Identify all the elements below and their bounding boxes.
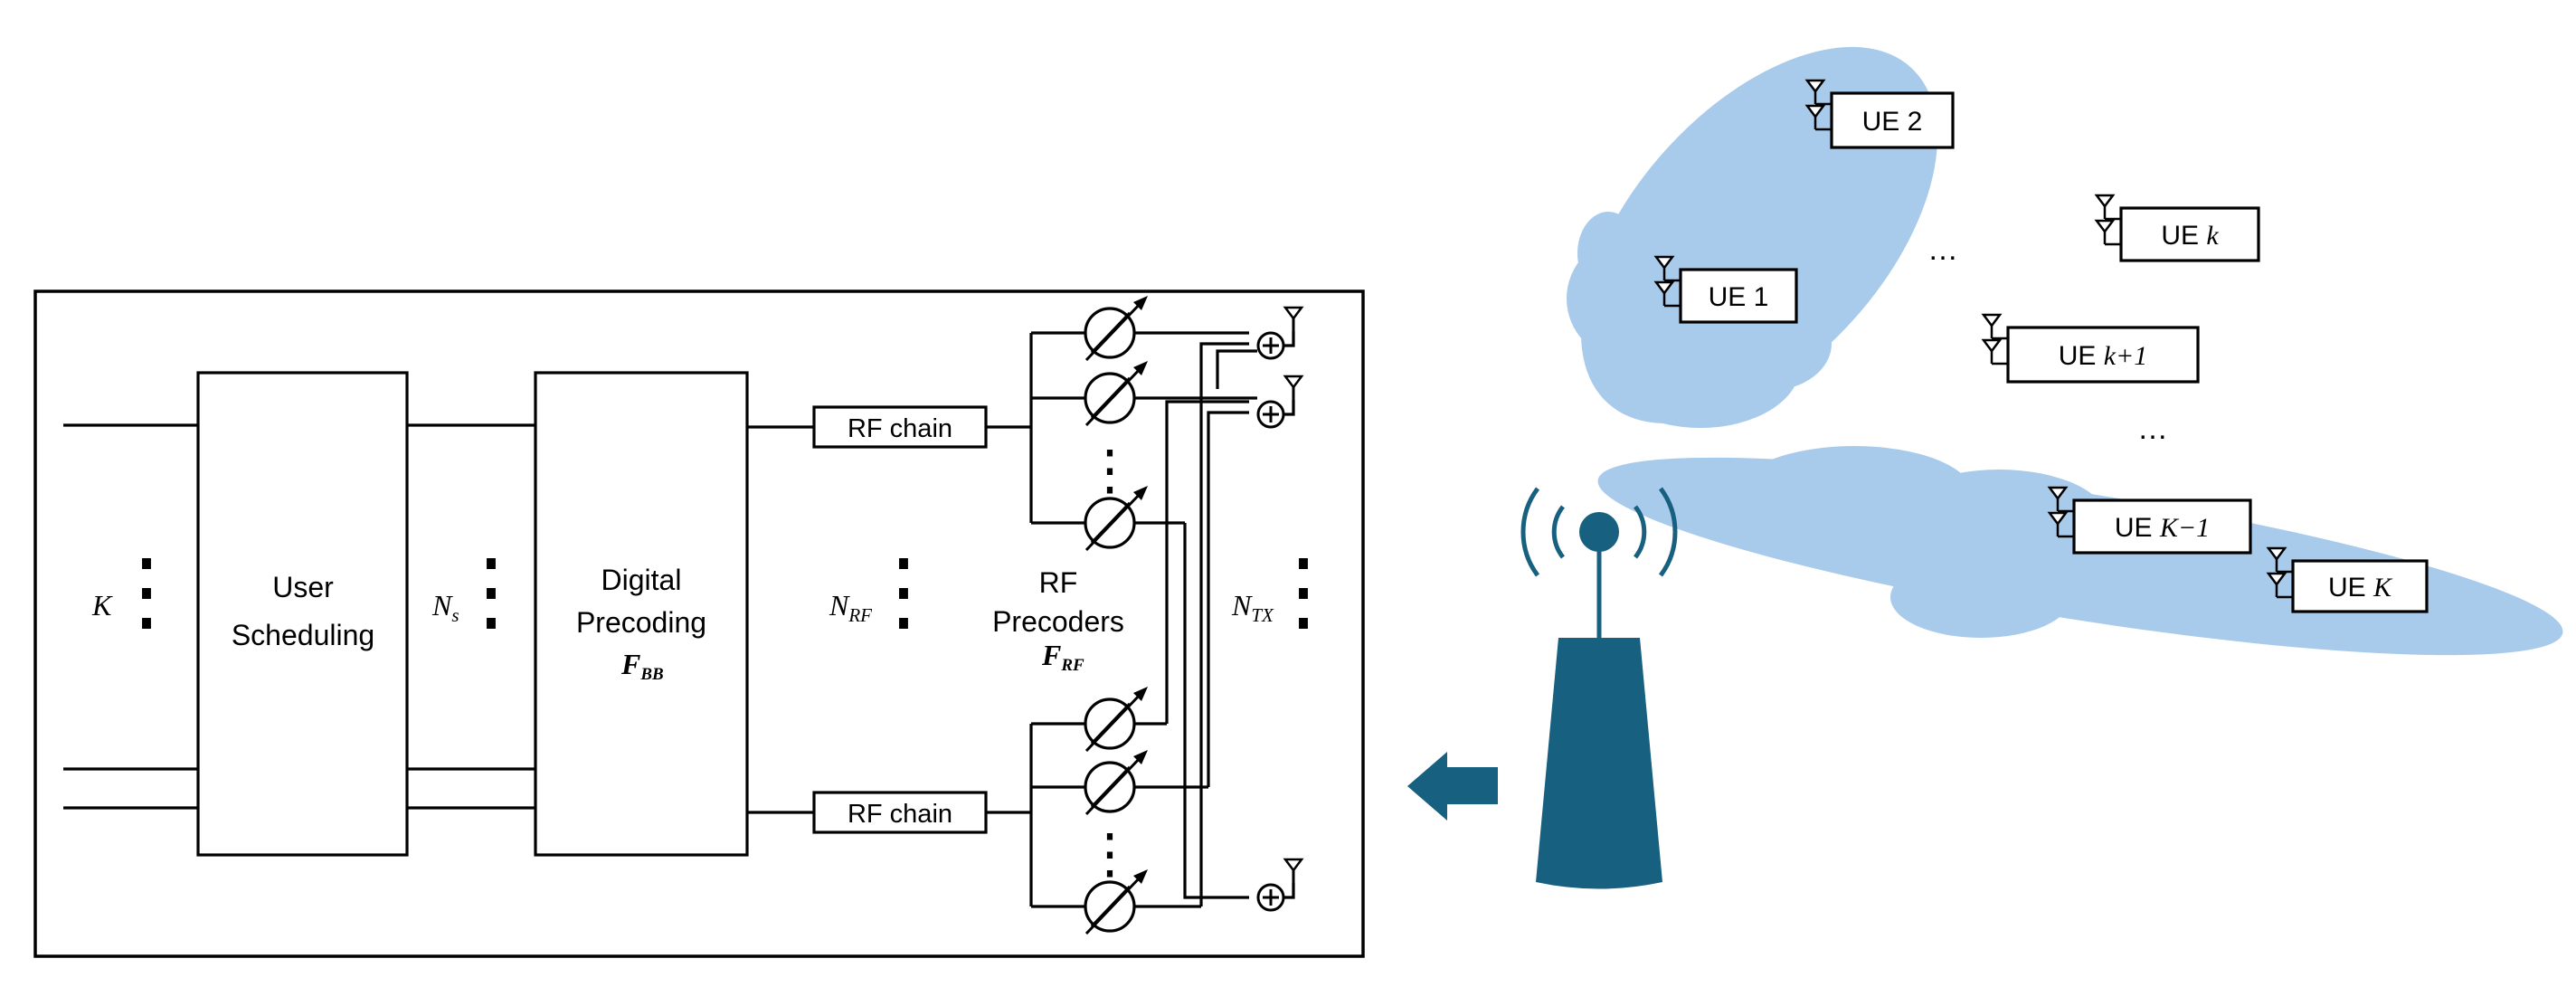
ue-4: UE k+1 xyxy=(1981,313,2200,384)
user-scheduling-block xyxy=(196,371,409,857)
ellipsis-middle: … xyxy=(1927,233,1958,267)
digital-precoding-block xyxy=(534,371,749,857)
input-dots: ⋮ xyxy=(103,543,190,640)
ue-box xyxy=(1679,268,1798,324)
hybrid-beamforming-block-diagram: K ⋮ User Scheduling Ns ⋮ Digital Precodi… xyxy=(33,289,1365,958)
ue-3: UE k xyxy=(2094,194,2260,262)
adder-icon xyxy=(1256,331,1285,360)
ue-5: UE K−1 xyxy=(2047,486,2252,555)
input-count-label: K xyxy=(91,589,113,622)
lower-beam xyxy=(1597,446,2563,656)
rf-precoder-symbol: FRF xyxy=(1041,639,1084,675)
ue-box xyxy=(2119,206,2260,262)
digital-precoding-label-line1: Digital xyxy=(601,564,682,596)
digital-precoder-symbol: FBB xyxy=(620,648,664,684)
ue-antenna-icon xyxy=(1653,255,1681,282)
rf-chain-label-bottom: RF chain xyxy=(848,800,952,829)
digital-precoding-label-line2: Precoding xyxy=(576,606,706,639)
user-equipments: UE 2 UE 1 UE k UE k+1 UE K−1 UE K xyxy=(1653,79,2429,613)
ue-label: UE K xyxy=(2328,573,2393,603)
ue-antenna-icon xyxy=(2266,546,2293,574)
base-station-icon xyxy=(1520,487,1678,889)
ue-antenna-icon xyxy=(2047,486,2074,513)
ue-label: UE K−1 xyxy=(2115,513,2210,543)
left-arrow-icon xyxy=(1407,752,1498,821)
rf-precoders-label-line2: Precoders xyxy=(992,605,1124,638)
antenna-dots: ⋮ xyxy=(1260,543,1347,640)
ue-antenna-icon xyxy=(2094,219,2121,246)
rf-precoders-label-line1: RF xyxy=(1039,566,1078,599)
rf-chain-box-bottom xyxy=(812,791,988,834)
ue-2: UE 1 xyxy=(1653,255,1798,324)
ue-label: UE k xyxy=(2161,221,2219,251)
ue-box xyxy=(2072,498,2252,555)
ellipsis-lower: … xyxy=(2137,412,2168,446)
ue-antenna-icon xyxy=(2047,511,2074,538)
streams-dots: ⋮ xyxy=(448,543,535,640)
ue-box xyxy=(2006,326,2200,384)
rf-chain-dots: ⋮ xyxy=(860,543,947,640)
ue-antenna-icon xyxy=(1804,104,1832,131)
phase-shifter-dots-bottom: ⋮ xyxy=(1083,823,1137,884)
ue-antenna-icon xyxy=(1804,79,1832,106)
ue-1: UE 2 xyxy=(1804,79,1955,149)
ue-antenna-icon xyxy=(2266,572,2293,599)
rf-chain-count-label: NRF xyxy=(829,589,872,626)
user-scheduling-label-line1: User xyxy=(272,571,334,603)
ue-antenna-icon xyxy=(2094,194,2121,221)
adder-icon xyxy=(1256,883,1285,912)
ue-box xyxy=(1830,91,1955,149)
rf-chain-label-top: RF chain xyxy=(848,414,952,443)
adder-icon xyxy=(1256,400,1285,429)
ue-6: UE K xyxy=(2266,546,2429,613)
ue-label: UE 1 xyxy=(1709,282,1769,312)
ue-box xyxy=(2291,559,2429,613)
ue-antenna-icon xyxy=(1981,313,2008,340)
ue-antenna-icon xyxy=(1981,338,2008,365)
ue-label: UE 2 xyxy=(1862,107,1923,137)
phase-shifter-dots-top: ⋮ xyxy=(1083,440,1137,500)
ue-label: UE k+1 xyxy=(2059,341,2148,371)
antenna-count-label: NTX xyxy=(1231,589,1274,626)
ue-antenna-icon xyxy=(1653,280,1681,308)
rf-chain-box-top xyxy=(812,405,988,449)
streams-label: Ns xyxy=(431,589,459,626)
user-scheduling-label-line2: Scheduling xyxy=(232,619,374,651)
